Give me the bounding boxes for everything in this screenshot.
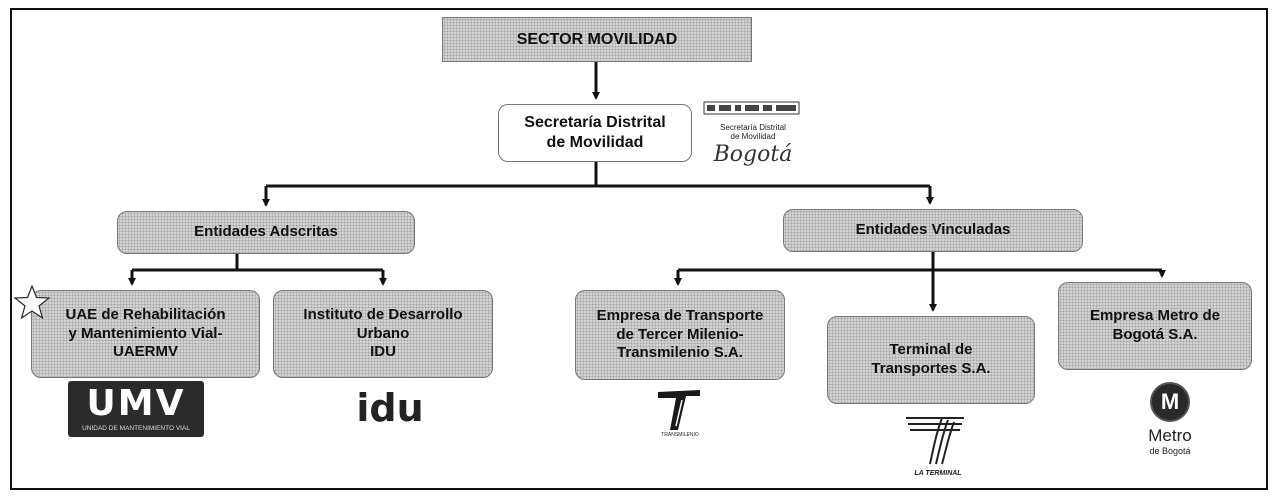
node-entidades-adscritas: Entidades Adscritas [117,211,415,254]
node-transmilenio: Empresa de Transporte de Tercer Milenio-… [575,290,785,380]
umv-logo: UMV UNIDAD DE MANTENIMIENTO VIAL [68,381,204,437]
transmilenio-logo-mark [658,390,700,430]
umv-logo-text: UMV [86,383,186,424]
metro-logo-subtext: de Bogotá [1149,446,1191,456]
secretaria-logo-script: Bogotá [713,142,793,167]
la-terminal-logo-text: LA TERMINAL [914,470,962,477]
node-uaermv: UAE de Rehabilitación y Mantenimiento Vi… [31,290,260,378]
node-sector-movilidad: SECTOR MOVILIDAD [442,17,752,62]
node-secretaria-distrital: Secretaría Distrital de Movilidad [498,104,692,162]
transmilenio-logo: TRANSMILENIO [650,388,710,444]
secretaria-logo-mark [703,101,800,115]
idu-logo: idu [355,386,425,430]
node-entidades-vinculadas: Entidades Vinculadas [783,209,1083,252]
node-idu: Instituto de Desarrollo Urbano IDU [273,290,493,378]
la-terminal-logo: LA TERMINAL [900,412,976,480]
idu-logo-text: idu [356,386,424,430]
transmilenio-logo-text: TRANSMILENIO [661,432,699,438]
node-metro-bogota: Empresa Metro de Bogotá S.A. [1058,282,1252,370]
secretaria-logo-line1: Secretaría Distrital [720,123,786,132]
secretaria-logo-line2: de Movilidad [730,132,776,141]
umv-logo-tagline: UNIDAD DE MANTENIMIENTO VIAL [82,425,190,432]
la-terminal-logo-mark [906,417,964,465]
metro-logo-text: Metro [1148,426,1192,445]
star-icon [14,285,50,319]
secretaria-bogota-logo: Secretaría Distrital de Movilidad Bogotá [703,100,803,172]
metro-logo-circle: M [1150,382,1190,422]
metro-bogota-logo: M Metro de Bogotá [1136,378,1206,464]
node-terminal-transportes: Terminal de Transportes S.A. [827,316,1035,404]
metro-logo-letter: M [1160,389,1180,414]
